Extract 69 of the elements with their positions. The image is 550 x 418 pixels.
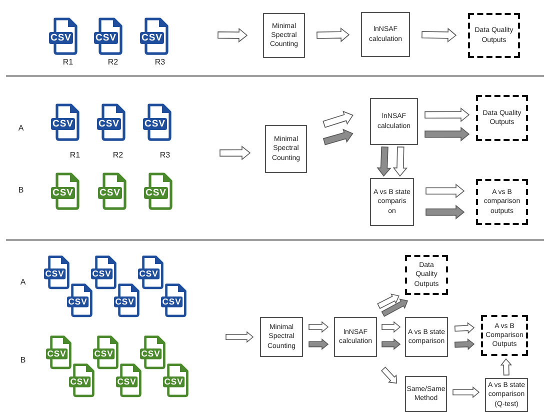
file-type-label: CSV bbox=[162, 298, 182, 306]
block-arrow bbox=[220, 146, 251, 160]
block-arrow bbox=[382, 321, 401, 333]
block-arrow bbox=[322, 128, 354, 146]
process-box bbox=[370, 98, 418, 145]
block-arrow bbox=[422, 28, 457, 42]
row-label: B bbox=[20, 356, 26, 364]
row-label: R3 bbox=[160, 150, 170, 160]
block-arrow bbox=[426, 204, 465, 220]
block-arrow bbox=[452, 386, 480, 398]
output-box bbox=[405, 255, 448, 295]
file-type-label: CSV bbox=[115, 298, 134, 306]
block-arrow bbox=[308, 321, 329, 333]
file-type-label: CSV bbox=[94, 350, 114, 358]
file-type-label: CSV bbox=[145, 188, 167, 198]
process-box bbox=[260, 317, 303, 357]
file-type-label: CSV bbox=[117, 378, 136, 386]
file-type-label: CSV bbox=[52, 188, 74, 198]
file-type-label: CSV bbox=[164, 378, 184, 386]
block-arrow bbox=[376, 146, 392, 177]
file-type-label: CSV bbox=[144, 119, 166, 129]
process-box bbox=[265, 125, 307, 173]
process-box bbox=[405, 317, 448, 357]
block-arrow bbox=[322, 110, 354, 128]
row-label: R2 bbox=[108, 58, 118, 66]
file-type-label: CSV bbox=[92, 270, 112, 278]
file-type-label: CSV bbox=[68, 298, 88, 306]
output-box bbox=[481, 315, 528, 356]
output-box bbox=[468, 13, 520, 58]
file-type-label: CSV bbox=[141, 33, 163, 43]
block-arrow bbox=[377, 294, 400, 309]
block-arrow bbox=[308, 338, 329, 350]
block-arrow bbox=[454, 322, 475, 334]
row-label: R1 bbox=[70, 150, 80, 160]
block-arrow bbox=[424, 107, 470, 122]
file-type-label: CSV bbox=[98, 119, 120, 129]
process-box bbox=[263, 13, 305, 58]
file-type-label: CSV bbox=[139, 270, 158, 278]
row-label: A bbox=[18, 124, 24, 132]
block-arrow bbox=[454, 338, 475, 350]
block-arrow bbox=[392, 146, 408, 177]
block-arrow bbox=[500, 358, 512, 376]
file-type-label: CSV bbox=[45, 270, 64, 278]
block-arrow bbox=[316, 28, 350, 42]
row-label: R1 bbox=[62, 58, 74, 66]
block-arrow bbox=[380, 366, 398, 384]
process-box bbox=[370, 178, 414, 226]
block-arrow bbox=[218, 28, 248, 43]
row-label: B bbox=[18, 186, 24, 194]
block-arrow bbox=[382, 338, 401, 350]
file-type-label: CSV bbox=[50, 33, 72, 43]
row-label: R3 bbox=[154, 58, 166, 66]
file-type-label: CSV bbox=[52, 119, 74, 129]
file-type-label: CSV bbox=[70, 378, 90, 386]
process-box bbox=[405, 376, 447, 412]
row-label: A bbox=[20, 278, 26, 286]
block-arrow bbox=[226, 331, 254, 343]
file-type-label: CSV bbox=[99, 188, 121, 198]
file-type-label: CSV bbox=[141, 350, 160, 358]
block-arrow bbox=[381, 298, 408, 317]
block-arrow bbox=[424, 126, 470, 142]
process-box bbox=[361, 12, 410, 57]
output-box bbox=[476, 179, 528, 225]
row-label: R2 bbox=[112, 150, 124, 160]
output-box bbox=[476, 95, 528, 141]
file-type-label: CSV bbox=[47, 350, 66, 358]
file-type-label: CSV bbox=[95, 33, 117, 43]
process-box bbox=[334, 317, 377, 357]
block-arrow bbox=[426, 184, 465, 198]
